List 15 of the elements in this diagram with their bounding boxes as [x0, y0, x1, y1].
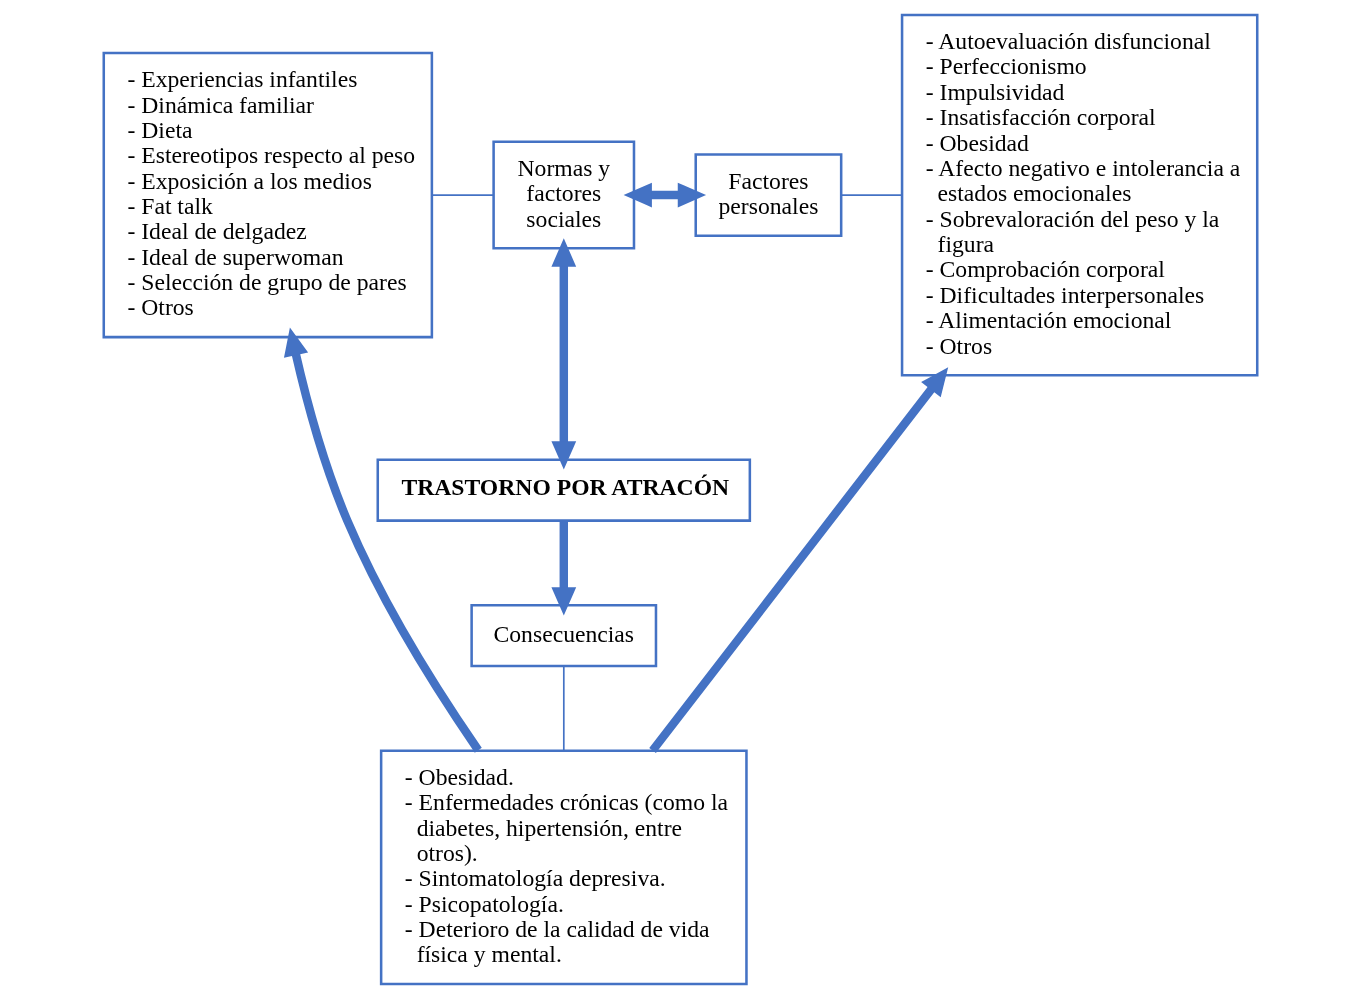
connector	[840, 194, 903, 196]
arrow	[283, 327, 482, 753]
node-box: - Autoevaluación disfuncional - Perfeccionismo - Impulsividad - Insatisfacción corporal - Obesidad - Afecto negativo e intolerancia a estados emocionales - Sobrevaloración del peso y la figura - Comprobación corporal - Dificultades interpersonales - Alimentación emocional - Otros	[900, 13, 1258, 377]
connector	[562, 665, 565, 752]
node-box: TRASTORNO POR ATRACÓN	[376, 458, 751, 522]
arrow	[623, 182, 706, 208]
node-box: Normas y factores sociales	[491, 140, 635, 250]
arrow	[550, 238, 576, 470]
node-box: - Obesidad. - Enfermedades crónicas (como la diabetes, hipertensión, entre otros). - Sintomatología depresiva. - Psicopatología. - Deterioro de la calidad de vida física y mental.	[379, 749, 748, 986]
node-box: Factores personales	[693, 153, 842, 237]
connector	[430, 194, 494, 196]
node-box: - Experiencias infantiles - Dinámica familiar - Dieta - Estereotipos respecto al peso - Exposición a los medios - Fat talk - Ideal de delgadez - Ideal de superwoman - Selección de grupo de pares - Otros	[102, 51, 433, 339]
arrow	[648, 367, 948, 754]
node-box: Consecuencias	[469, 603, 657, 668]
arrow	[550, 521, 576, 616]
